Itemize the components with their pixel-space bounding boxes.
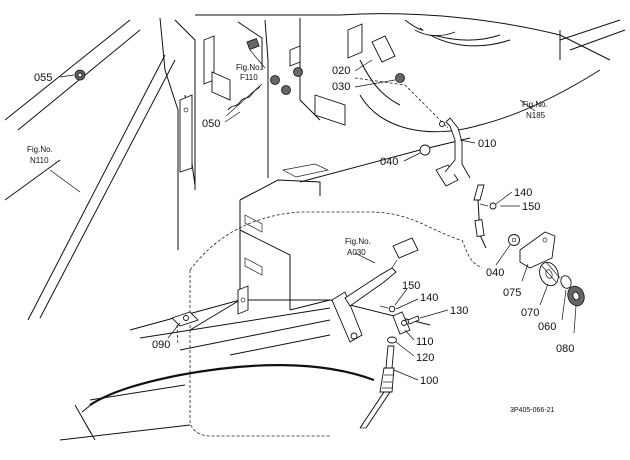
fig-ref-n185-prefix: Fig.No. — [522, 100, 548, 109]
part-label-150-upper: 150 — [522, 201, 540, 213]
part-labels: 055 050 020 030 010 040 140 150 040 075 … — [34, 65, 574, 387]
part-label-040-upper: 040 — [380, 156, 398, 168]
part-label-060: 060 — [538, 321, 556, 333]
part-label-130: 130 — [450, 305, 468, 317]
part-label-070: 070 — [521, 307, 539, 319]
fig-ref-n110-prefix: Fig.No. — [27, 145, 53, 154]
part-label-150-lower: 150 — [402, 280, 420, 292]
chassis-frame — [4, 13, 626, 441]
part-label-030: 030 — [332, 81, 350, 93]
part-label-075: 075 — [503, 287, 521, 299]
figure-references: Fig.No. F110 Fig.No. N185 Fig.No. N110 F… — [27, 63, 548, 257]
part-label-120: 120 — [416, 352, 434, 364]
part-label-090: 090 — [152, 339, 170, 351]
fig-ref-n110-code: N110 — [30, 156, 49, 165]
part-label-110: 110 — [416, 336, 434, 348]
part-label-080: 080 — [556, 343, 574, 355]
drawing-code: 3P405-066-21 — [510, 407, 554, 414]
fig-ref-f110-prefix: Fig.No. — [236, 63, 262, 72]
leader-lines — [49, 49, 577, 381]
fig-ref-n185-code: N185 — [526, 111, 546, 120]
part-label-140-lower: 140 — [420, 292, 438, 304]
part-label-140-upper: 140 — [514, 187, 532, 199]
part-label-020: 020 — [332, 65, 350, 77]
fig-ref-f110-code: F110 — [240, 73, 258, 82]
component-shapes — [74, 35, 585, 429]
part-label-055: 055 — [34, 72, 52, 84]
part-label-050: 050 — [202, 118, 220, 130]
fig-ref-a030-code: A030 — [347, 248, 366, 257]
part-label-040-lower: 040 — [486, 267, 504, 279]
part-label-010: 010 — [478, 138, 496, 150]
part-label-100: 100 — [420, 375, 438, 387]
fig-ref-a030-prefix: Fig.No. — [345, 237, 371, 246]
